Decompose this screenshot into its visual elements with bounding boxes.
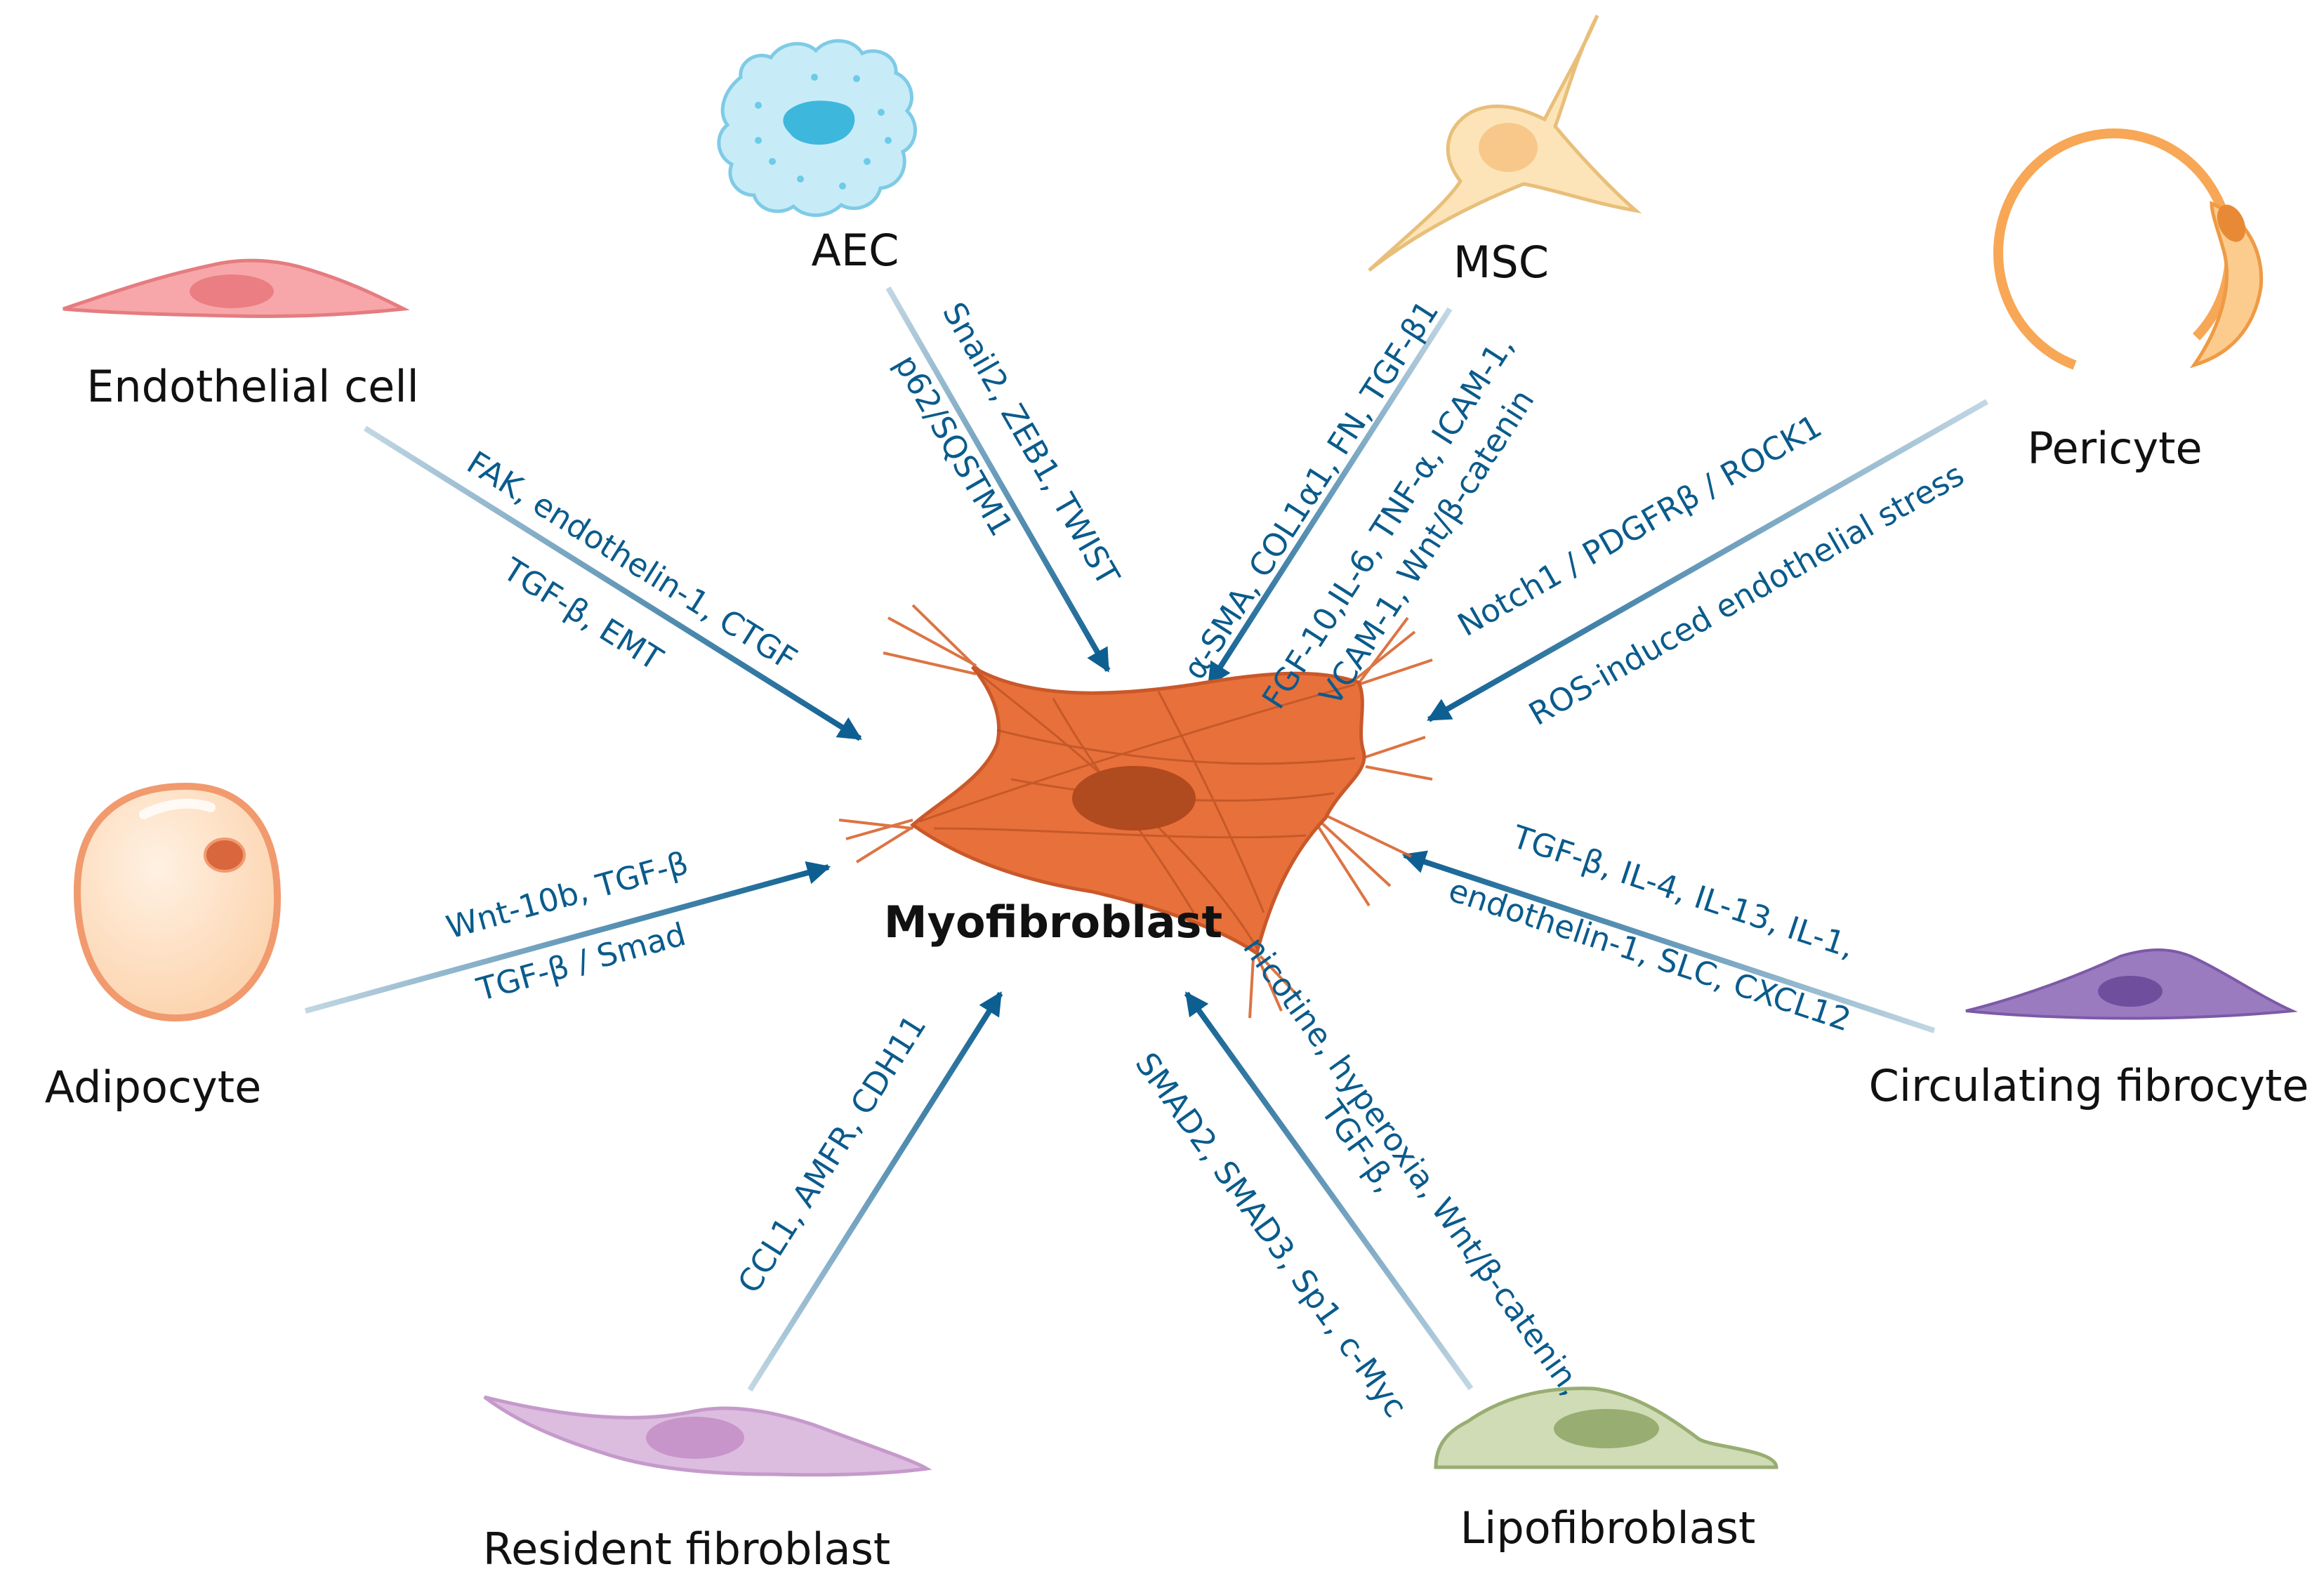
fibrocyte-cell <box>1965 948 2298 1020</box>
arrow-pericyte <box>1427 399 1988 722</box>
signal-pericyte-2: ROS-induced endothelial stress <box>1523 456 1970 733</box>
arrow-resident-fibroblast <box>747 991 1003 1392</box>
arrow-adipocyte <box>304 861 831 1014</box>
label-pericyte: Pericyte <box>2027 423 2202 474</box>
myofibroblast-cell <box>838 604 1433 1019</box>
arrow-endothelial <box>363 425 862 741</box>
label-msc: MSC <box>1453 237 1549 288</box>
label-adipocyte: Adipocyte <box>45 1061 261 1113</box>
adipocyte-cell <box>73 782 282 1022</box>
arrow-aec <box>885 286 1111 673</box>
label-myofibroblast: Myofibroblast <box>884 896 1222 948</box>
aec-cell <box>717 39 917 217</box>
arrows <box>304 286 1988 1392</box>
endothelial-cell <box>62 258 410 319</box>
lipofibroblast-cell <box>1434 1387 1778 1469</box>
label-resident-fibroblast: Resident fibroblast <box>483 1523 890 1575</box>
signal-lipo-1: nicotine, hyperoxia, Wnt/β-catenin, <box>1236 929 1590 1402</box>
label-lipofibroblast: Lipofibroblast <box>1460 1502 1756 1554</box>
label-aec: AEC <box>812 225 899 276</box>
resident-fibroblast-cell <box>483 1395 932 1477</box>
pericyte-cell <box>1993 128 2264 370</box>
cell-labels: Myofibroblast Endothelial cell AEC MSC P… <box>45 225 2309 1575</box>
label-endothelial-cell: Endothelial cell <box>86 361 419 412</box>
arrow-msc <box>1206 307 1453 687</box>
arrow-fibrocyte <box>1401 850 1936 1033</box>
msc-cell <box>1368 14 1642 272</box>
arrow-lipofibroblast <box>1184 991 1474 1391</box>
label-circulating-fibrocyte: Circulating fibrocyte <box>1869 1060 2309 1111</box>
